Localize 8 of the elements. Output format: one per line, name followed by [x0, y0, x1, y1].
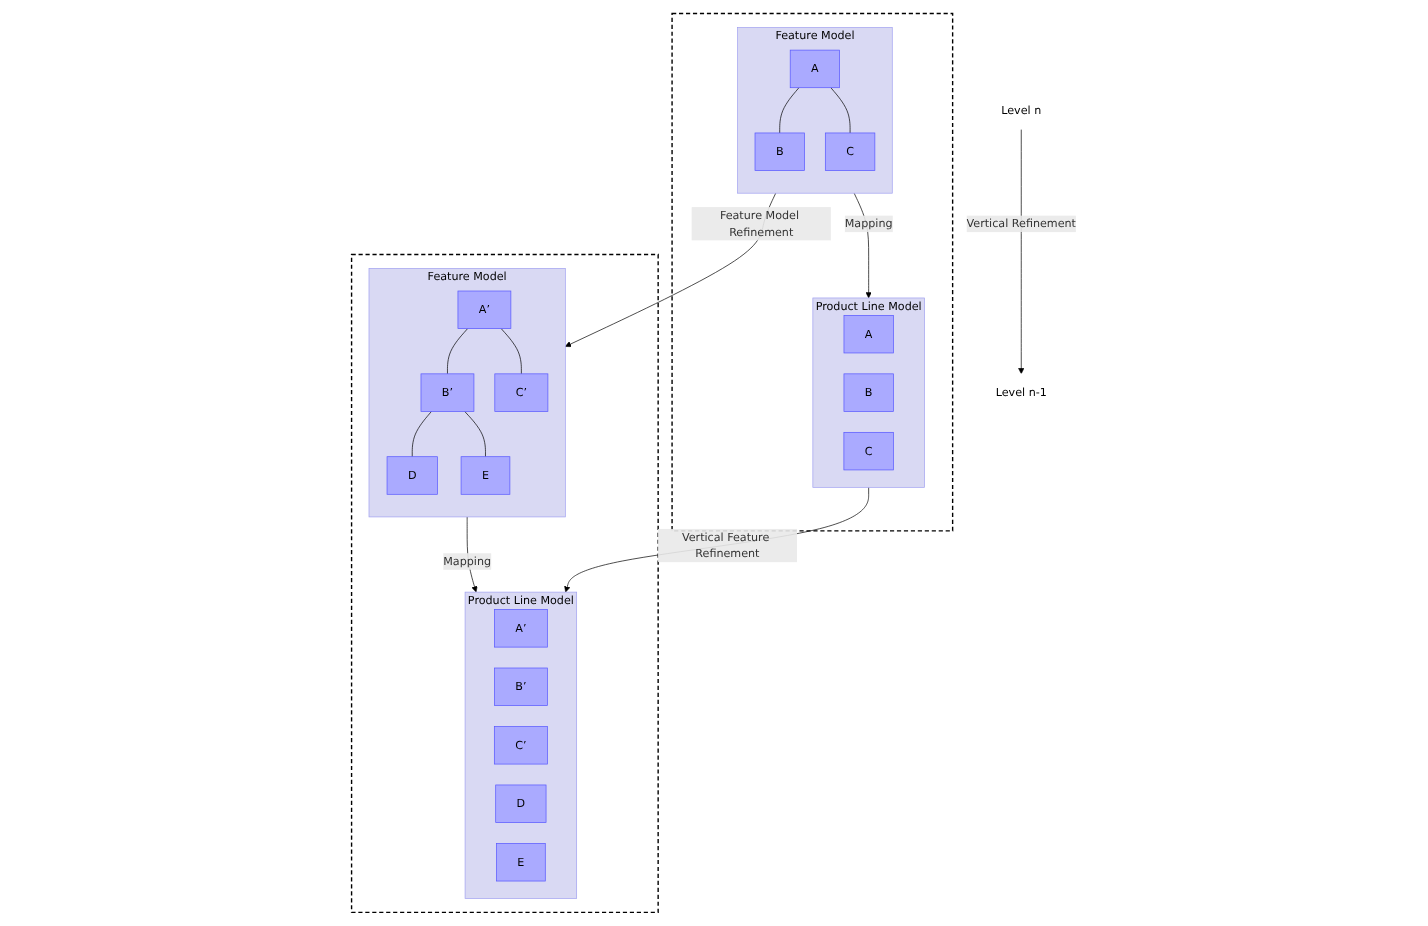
cluster [671, 12, 954, 532]
cluster [351, 253, 660, 914]
connector [501, 328, 522, 375]
connector [412, 411, 433, 458]
connector [779, 87, 800, 134]
connector [830, 87, 851, 134]
connector [464, 411, 487, 458]
connector [447, 328, 469, 375]
